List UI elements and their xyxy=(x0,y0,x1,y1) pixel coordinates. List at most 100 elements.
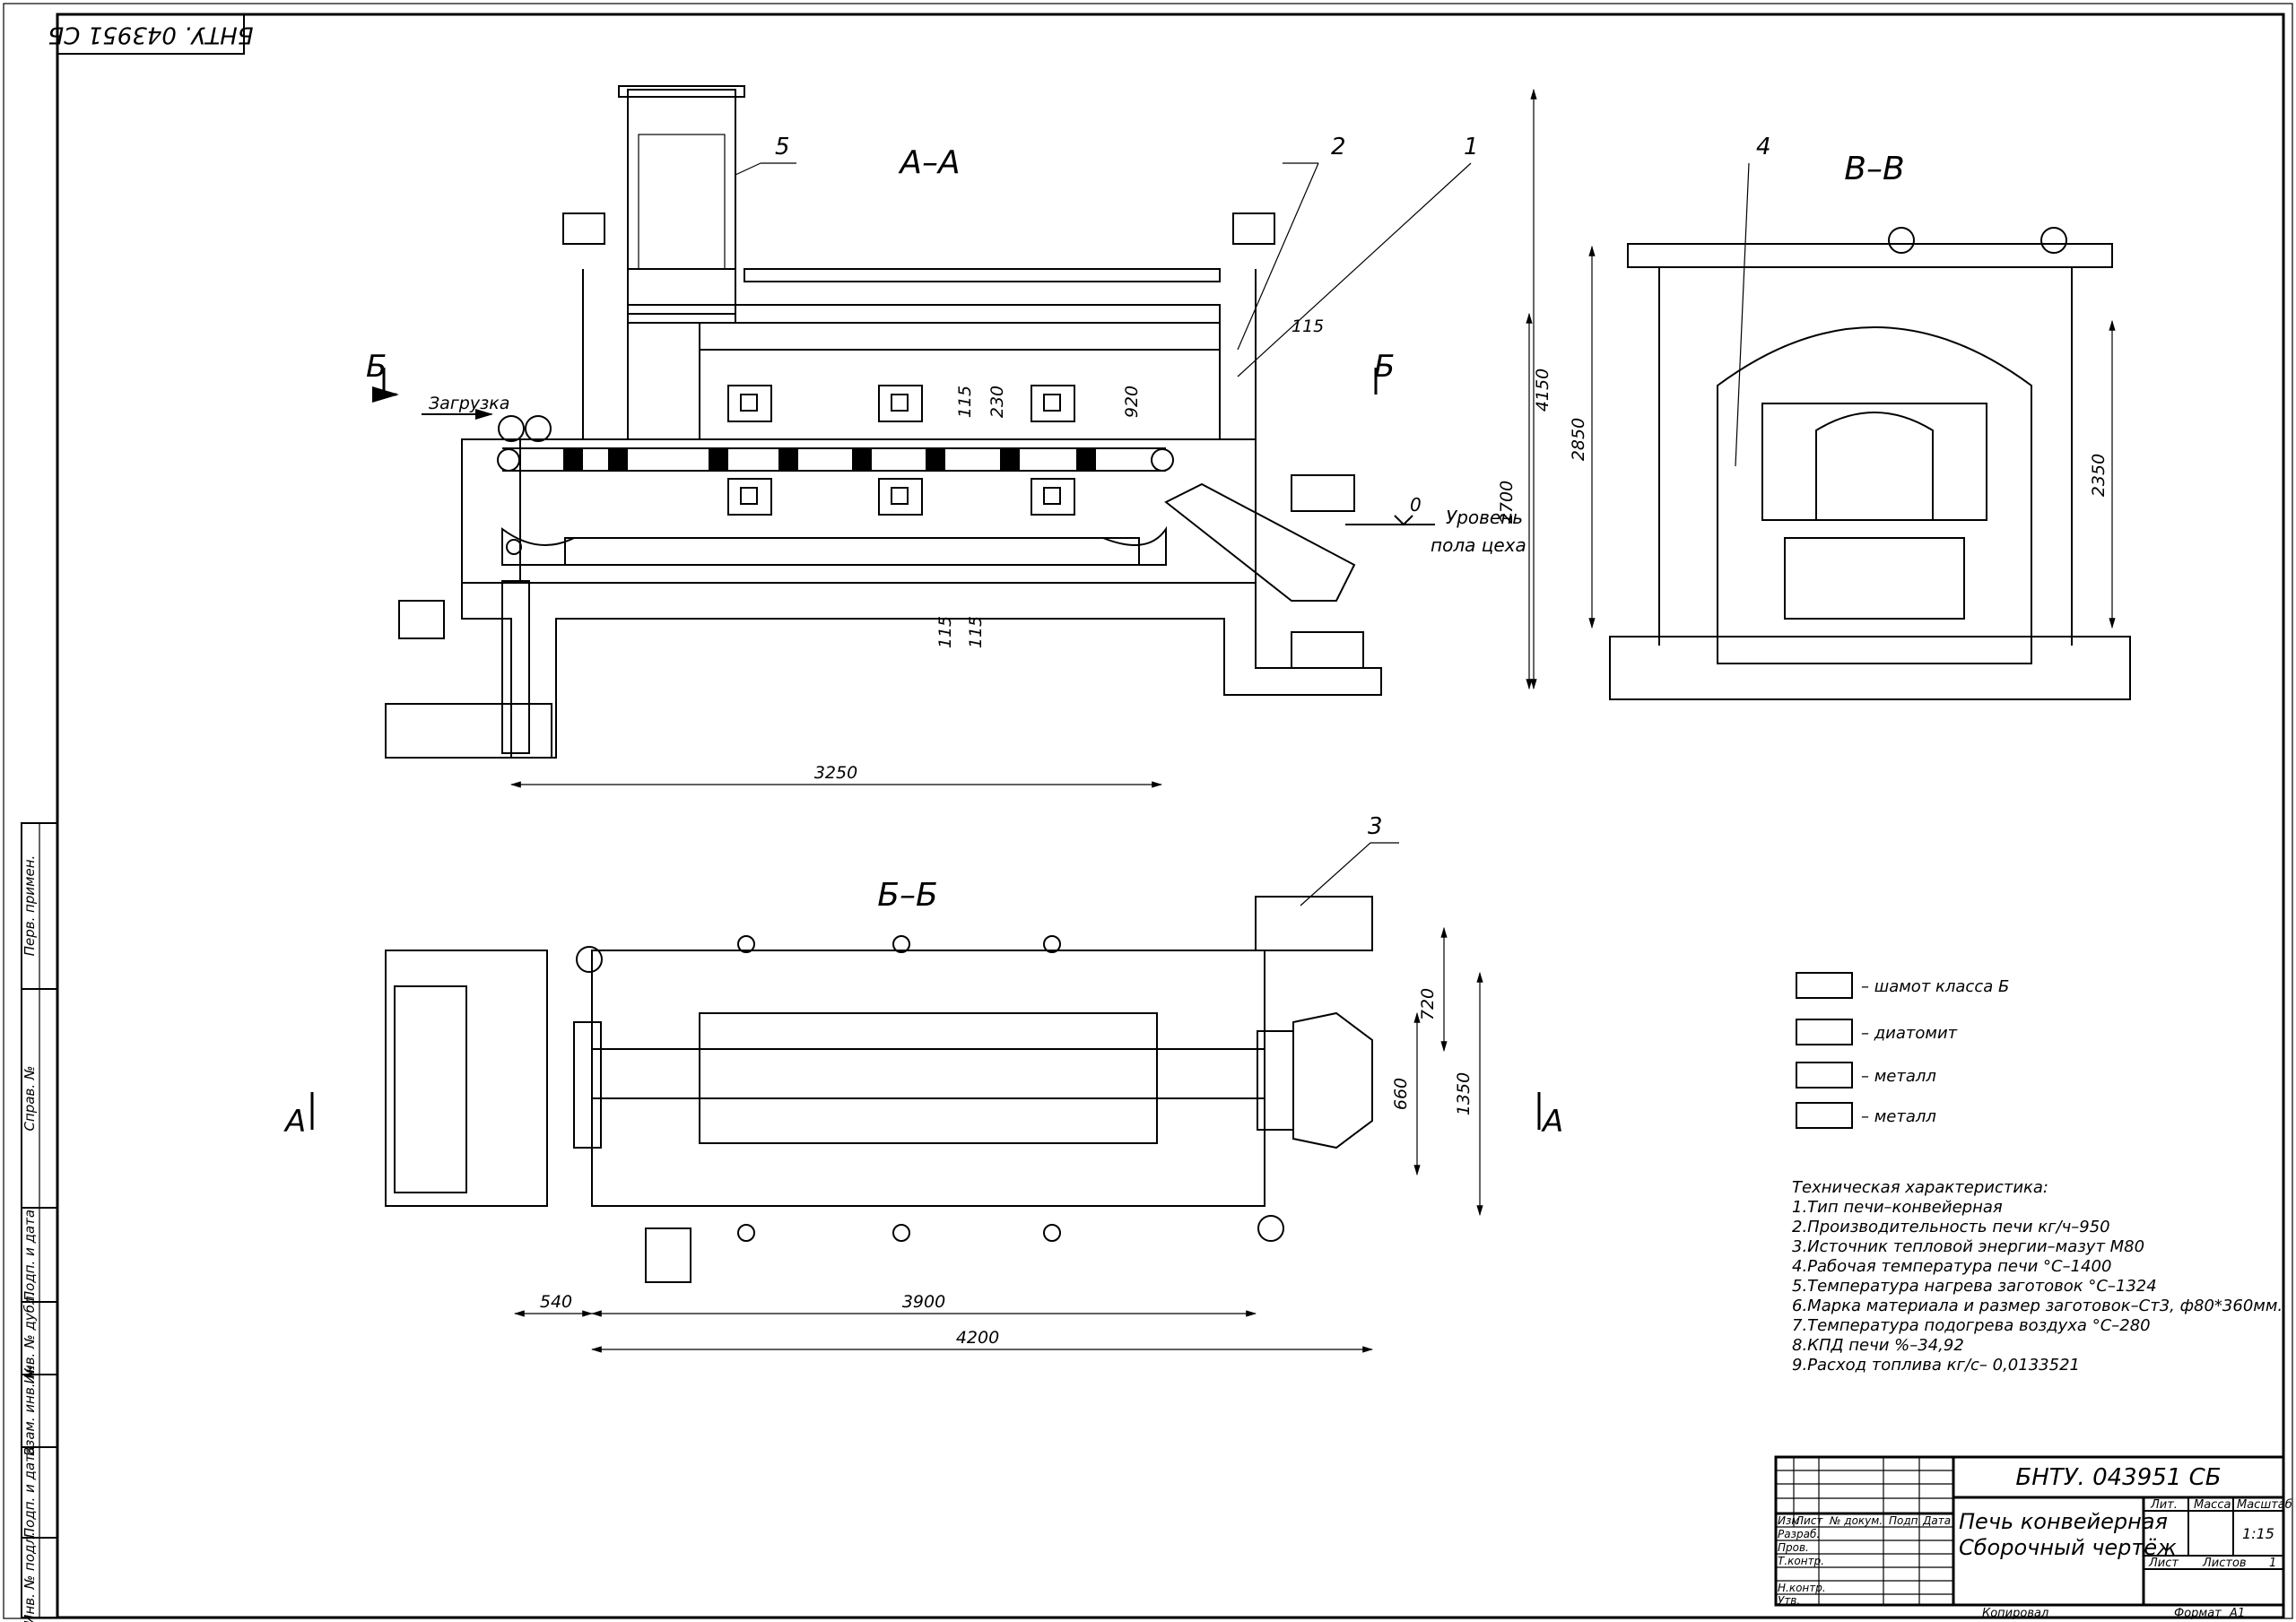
section-a-left-label: А xyxy=(283,1104,306,1140)
callout-1: 1 xyxy=(1464,134,1479,160)
drawing-frame xyxy=(56,13,2285,1619)
furnace-plan-hearth xyxy=(699,1012,1158,1144)
legend-swatch-empty xyxy=(1796,1102,1853,1129)
side-stamp-label: Перв. примен. xyxy=(22,855,38,957)
loading-roller xyxy=(498,415,525,442)
vv-foundation xyxy=(1609,636,2131,700)
side-stamp-label: Инв. № подл. xyxy=(22,1531,38,1622)
legend: – шамот класса Б – диатомит – металл – м… xyxy=(1796,972,2009,1129)
spec-line: 2.Производительность печи кг/ч–950 xyxy=(1792,1218,2110,1236)
tb-col-izm: Изм xyxy=(1778,1514,1799,1527)
loading-table xyxy=(385,950,548,1207)
drive-unit-3 xyxy=(1255,896,1373,951)
specs-title: Техническая характеристика: xyxy=(1792,1178,2048,1197)
callout-5: 5 xyxy=(775,134,790,160)
legend-label: – металл xyxy=(1861,1107,1936,1126)
tb-row-utv: Утв. xyxy=(1778,1594,1800,1607)
view-aa-title: А–А xyxy=(898,144,960,181)
blower-box xyxy=(398,600,445,639)
legend-label: – металл xyxy=(1861,1067,1936,1086)
tb-designation: БНТУ. 043951 СБ xyxy=(2015,1464,2221,1491)
roof-insulation xyxy=(699,322,1221,351)
tb-format-label: Формат xyxy=(2174,1607,2222,1620)
spec-line: 5.Температура нагрева заготовок °С–1324 xyxy=(1792,1277,2157,1296)
tb-col-list: Лист xyxy=(1795,1514,1823,1527)
suspension-rail xyxy=(744,268,1221,282)
cart xyxy=(1291,631,1364,669)
spec-line: 3.Источник тепловой энергии–мазут М80 xyxy=(1792,1237,2144,1256)
callout-3: 3 xyxy=(1368,813,1383,840)
callout-2: 2 xyxy=(1331,134,1346,160)
tb-scale: Масштаб xyxy=(2237,1498,2292,1512)
discharge-hood xyxy=(1292,1011,1373,1149)
spec-line: 7.Температура подогрева воздуха °С–280 xyxy=(1792,1316,2151,1335)
idler-pulley xyxy=(506,539,522,555)
loading-roller xyxy=(525,415,552,442)
floor-level-label-1: Уровень xyxy=(1446,507,1523,528)
drive-motor xyxy=(1291,474,1355,512)
tb-col-doc: № докум. xyxy=(1829,1514,1883,1527)
dim-2700: 2700 xyxy=(1497,481,1517,524)
section-a-right-label: А xyxy=(1541,1104,1563,1140)
view-aa: А–А xyxy=(366,85,1552,788)
spec-line: 1.Тип печи–конвейерная xyxy=(1792,1198,2003,1217)
legend-swatch-solid xyxy=(1796,1062,1853,1089)
spec-line: 4.Рабочая температура печи °С–1400 xyxy=(1792,1257,2111,1276)
legend-label: – шамот класса Б xyxy=(1861,977,2009,996)
tb-row-razrab: Разраб. xyxy=(1778,1528,1820,1540)
dim-660: 660 xyxy=(1391,1078,1411,1110)
tb-name-2: Сборочный чертёж xyxy=(1959,1535,2177,1560)
tb-name-1: Печь конвейерная xyxy=(1959,1509,2168,1534)
view-vv-title: В–В xyxy=(1844,151,1904,187)
spec-line: 9.Расход топлива кг/с– 0,0133521 xyxy=(1792,1356,2080,1375)
side-stamp-label: Инв. № дубл. xyxy=(22,1292,38,1384)
top-stamp: БНТУ. 043951 СБ xyxy=(48,13,254,55)
tb-format-value: А1 xyxy=(2229,1607,2245,1620)
floor-zero-label: 0 xyxy=(1410,494,1422,516)
dim-4150: 4150 xyxy=(1533,369,1552,412)
tb-row-nkontr: Н.контр. xyxy=(1778,1582,1826,1594)
dim-3250: 3250 xyxy=(814,763,857,783)
side-stamp-label: Подп. и дата xyxy=(22,1210,38,1301)
winch-1 xyxy=(1232,213,1275,245)
legend-swatch-diagonal xyxy=(1796,1019,1853,1045)
callout-4: 4 xyxy=(1756,134,1771,160)
burner-ports xyxy=(727,385,1075,516)
dim-115-b1: 115 xyxy=(935,616,955,648)
tb-sheet: Лист xyxy=(2148,1557,2179,1570)
spec-line: 8.КПД печи %–34,92 xyxy=(1792,1336,1964,1355)
view-bb-title: Б–Б xyxy=(877,877,937,914)
technical-specs: Техническая характеристика: 1.Тип печи–к… xyxy=(1792,1178,2283,1375)
legend-label: – диатомит xyxy=(1861,1024,1958,1043)
vv-lower-chamber xyxy=(1784,537,1965,620)
dim-2850: 2850 xyxy=(1569,418,1588,461)
discharge-chute xyxy=(1164,482,1356,602)
dim-920: 920 xyxy=(1122,386,1142,418)
dim-115-b2: 115 xyxy=(966,616,986,648)
hearth-lining xyxy=(564,537,1140,566)
tb-row-prov: Пров. xyxy=(1778,1541,1809,1554)
conveyor-trough xyxy=(501,525,1167,566)
top-gantry xyxy=(1627,243,2113,268)
dim-720: 720 xyxy=(1418,988,1438,1020)
drive-pulley-left xyxy=(497,448,520,472)
furnace-plan-outline xyxy=(591,950,1265,1207)
tb-mass: Масса xyxy=(2194,1498,2231,1512)
winch-2 xyxy=(562,213,605,245)
tb-copied: Копировал xyxy=(1982,1607,2048,1620)
floor-level-label-2: пола цеха xyxy=(1431,534,1526,556)
title-block: Изм Лист № докум. Подп Дата Разраб. Пров… xyxy=(1774,1455,2292,1620)
tb-col-sign: Подп xyxy=(1889,1514,1918,1527)
base-block-left xyxy=(385,703,552,759)
furnace-upper-chamber xyxy=(627,304,1221,440)
legend-swatch-crosshatch xyxy=(1796,972,1853,999)
top-stamp-text: БНТУ. 043951 СБ xyxy=(48,22,253,48)
tb-row-tkontr: Т.контр. xyxy=(1778,1555,1824,1567)
dim-2350: 2350 xyxy=(2089,454,2109,497)
recuperator-5 xyxy=(618,85,745,324)
dim-115-vertical: 115 xyxy=(955,386,975,418)
dim-1350: 1350 xyxy=(1454,1072,1474,1115)
dim-230: 230 xyxy=(987,386,1007,418)
dim-4200: 4200 xyxy=(956,1328,999,1348)
